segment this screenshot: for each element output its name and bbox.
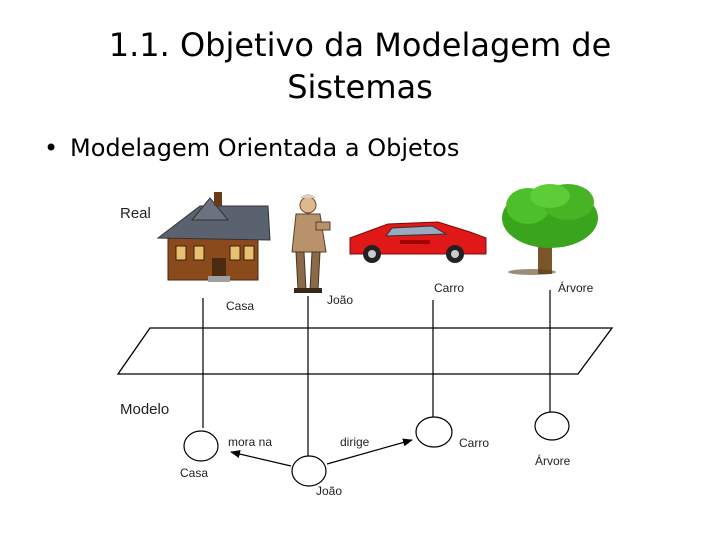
connector-lines: [202, 290, 551, 456]
real-joao-label: João: [327, 293, 353, 307]
abstraction-plane: [116, 327, 614, 375]
model-label: Modelo: [120, 401, 169, 418]
model-carro-label: Carro: [459, 436, 489, 450]
relation-dirige-arrow: [326, 438, 413, 465]
real-arvore-label: Árvore: [558, 280, 594, 295]
relation-dirige-label: dirige: [340, 435, 370, 449]
house-icon: [156, 192, 271, 282]
model-joao-node: [291, 455, 327, 487]
real-carro-label: Carro: [434, 281, 464, 295]
tree-icon: [502, 184, 598, 275]
bullet-item: • Modelagem Orientada a Objetos: [44, 134, 459, 162]
model-arvore-label: Árvore: [535, 453, 571, 468]
bullet-dot-icon: •: [44, 134, 59, 162]
slide-title: 1.1. Objetivo da Modelagem de Sistemas: [40, 24, 680, 108]
model-casa-node: [183, 430, 219, 462]
bullet-text: Modelagem Orientada a Objetos: [70, 134, 460, 162]
real-casa-label: Casa: [226, 299, 254, 313]
person-icon: [291, 194, 331, 293]
title-line-1: 1.1. Objetivo da Modelagem de: [108, 26, 612, 64]
car-icon: [349, 221, 487, 263]
model-arvore-node: [534, 411, 570, 441]
relation-mora-na-label: mora na: [228, 435, 272, 449]
model-carro-node: [415, 416, 453, 448]
model-casa-label: Casa: [180, 466, 208, 480]
title-line-2: Sistemas: [287, 68, 433, 106]
real-label: Real: [120, 205, 151, 222]
model-joao-label: João: [316, 484, 342, 498]
relation-mora-na-arrow: [230, 450, 292, 467]
